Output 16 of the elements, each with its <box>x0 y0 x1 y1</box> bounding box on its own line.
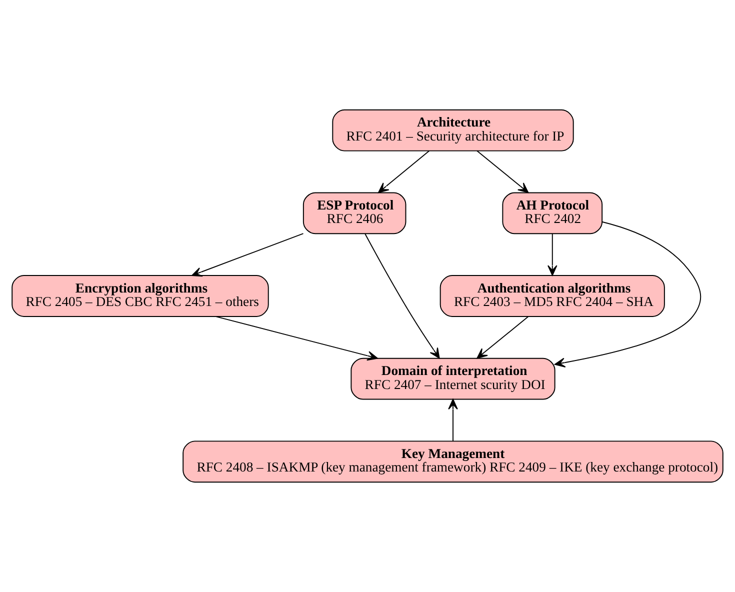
arrow <box>378 150 430 194</box>
arrow <box>364 234 440 359</box>
node-box: Encryption algorithms RFC 2405 – DES CBC RFC 2451 – others <box>12 275 269 317</box>
arrow <box>476 316 529 359</box>
node-box: Authentication algorithms RFC 2403 – MD5 RFC 2404 – SHA <box>440 275 665 317</box>
node-box: Key Management RFC 2408 – ISAKMP (key management framework) RFC 2409 – IKE (key exchange protocol) <box>182 440 724 483</box>
arrow <box>215 316 378 361</box>
arrow <box>548 233 558 276</box>
arrow <box>476 150 529 194</box>
arrow <box>448 398 458 442</box>
node-box: Domain of interpretation RFC 2407 – Internet scurity DOI <box>350 358 556 400</box>
arrow <box>554 221 702 368</box>
node-box: ESP Protocol RFC 2406 <box>302 192 406 234</box>
arrow <box>191 233 304 277</box>
node-box: Architecture RFC 2401 – Security architecture for IP <box>332 109 574 152</box>
node-box: AH Protocol RFC 2402 <box>502 192 603 234</box>
